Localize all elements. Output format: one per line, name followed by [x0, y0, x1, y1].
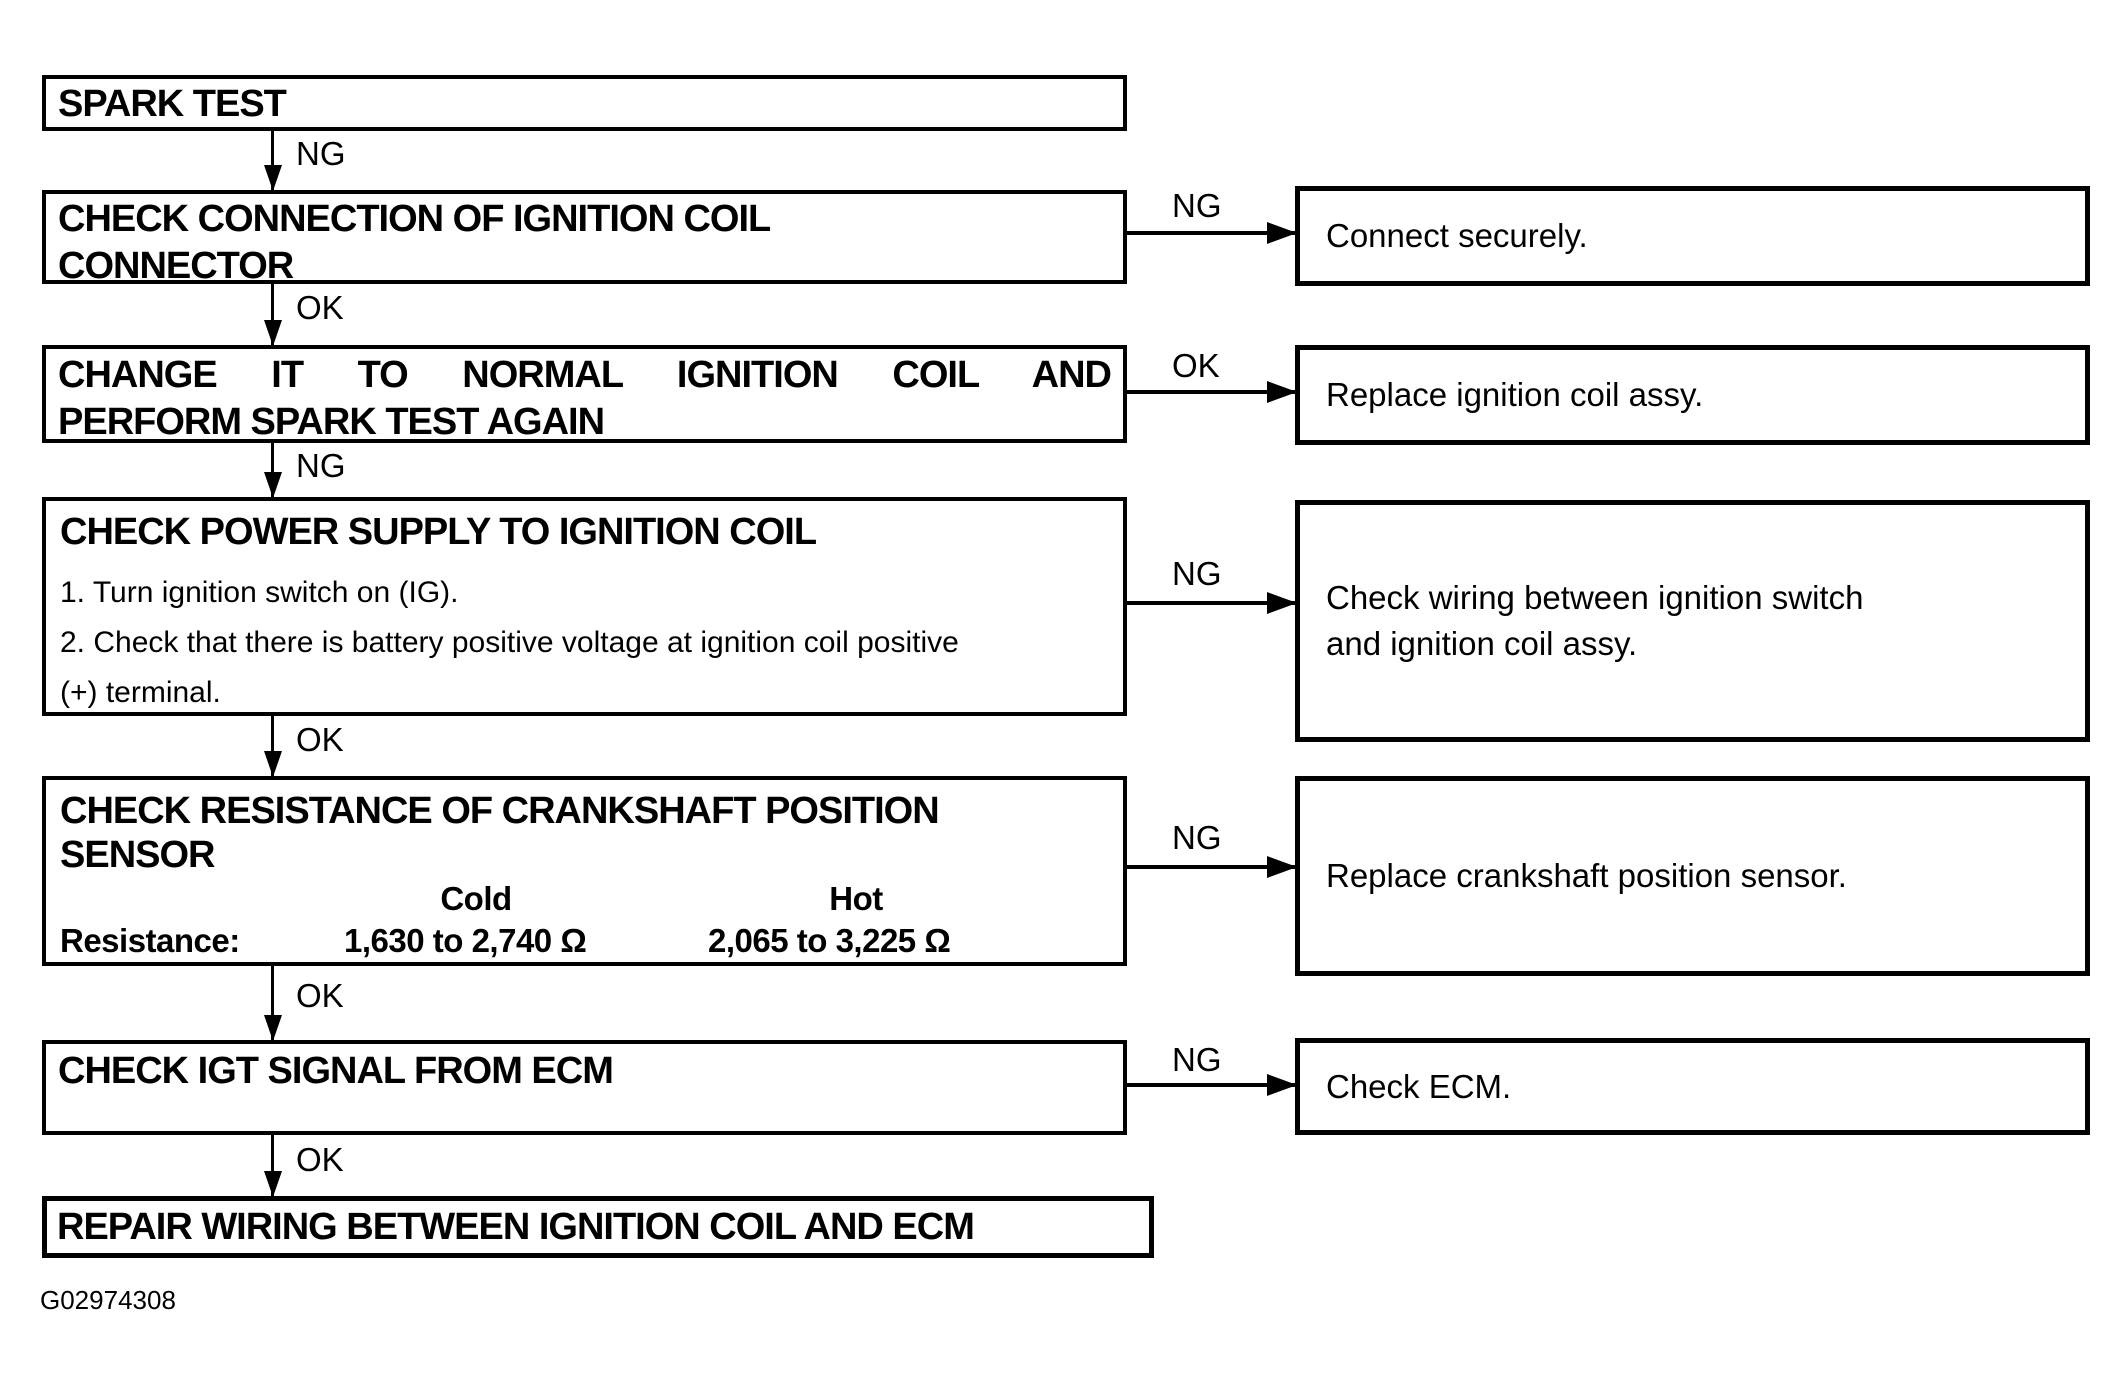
result-box-connect-securely: Connect securely. — [1295, 186, 2090, 286]
arrow-right-icon-2 — [1127, 390, 1295, 394]
result-text: Check ECM. — [1326, 1067, 1512, 1105]
step-title-line1: CHECK CONNECTION OF IGNITION COIL — [58, 198, 771, 240]
arrow-label-v3: NG — [296, 447, 346, 484]
arrow-right-icon-5 — [1127, 1083, 1295, 1087]
resistance-cold-value: 1,630 to 2,740 Ω — [344, 922, 587, 959]
arrow-label-h5: NG — [1172, 1041, 1222, 1078]
arrow-label-v6: OK — [296, 1141, 344, 1178]
arrow-label-v2: OK — [296, 289, 344, 326]
resistance-label: Resistance: — [60, 922, 240, 959]
result-text: Connect securely. — [1326, 217, 1588, 254]
arrow-label-h2: OK — [1172, 347, 1220, 384]
step-title: REPAIR WIRING BETWEEN IGNITION COIL AND … — [57, 1206, 975, 1248]
step-title-line1: CHANGE IT TO NORMAL IGNITION COIL AND — [58, 354, 1112, 396]
arrow-label-h1: NG — [1172, 187, 1222, 224]
result-box-check-ecm: Check ECM. — [1295, 1038, 2090, 1135]
step-title-line2: SENSOR — [60, 834, 215, 876]
arrow-down-icon-1 — [271, 131, 274, 190]
arrow-right-icon-4 — [1127, 865, 1295, 869]
step-title-line1: CHECK RESISTANCE OF CRANKSHAFT POSITION — [60, 790, 940, 832]
arrow-label-h3: NG — [1172, 555, 1222, 592]
step-instruction-1: 1. Turn ignition switch on (IG). — [60, 576, 459, 609]
result-text: Replace ignition coil assy. — [1326, 376, 1704, 413]
step-title-line2: CONNECTOR — [58, 245, 294, 287]
arrow-down-icon-2 — [271, 284, 274, 345]
step-box-check-igt: CHECK IGT SIGNAL FROM ECM — [42, 1040, 1127, 1135]
arrow-down-icon-3 — [271, 443, 274, 497]
result-text-line2: and ignition coil assy. — [1326, 625, 1638, 662]
result-box-check-wiring: Check wiring between ignition switch and… — [1295, 500, 2090, 742]
step-title: SPARK TEST — [58, 83, 287, 125]
arrow-down-icon-6 — [271, 1135, 274, 1196]
step-box-check-connection: CHECK CONNECTION OF IGNITION COIL CONNEC… — [42, 190, 1127, 287]
result-box-replace-coil: Replace ignition coil assy. — [1295, 345, 2090, 445]
resistance-hot-value: 2,065 to 3,225 Ω — [708, 922, 951, 959]
step-box-repair-wiring: REPAIR WIRING BETWEEN IGNITION COIL AND … — [42, 1196, 1154, 1258]
arrow-right-icon-3 — [1127, 601, 1295, 605]
step-title: CHECK POWER SUPPLY TO IGNITION COIL — [60, 511, 817, 553]
result-text: Replace crankshaft position sensor. — [1326, 857, 1847, 894]
result-text-line1: Check wiring between ignition switch — [1326, 579, 1864, 616]
figure-id: G02974308 — [40, 1285, 176, 1315]
arrow-label-v4: OK — [296, 721, 344, 758]
step-box-change-coil: CHANGE IT TO NORMAL IGNITION COIL AND PE… — [42, 345, 1127, 443]
arrow-label-h4: NG — [1172, 819, 1222, 856]
arrow-down-icon-4 — [271, 716, 274, 776]
step-box-check-power-supply: CHECK POWER SUPPLY TO IGNITION COIL 1. T… — [42, 497, 1127, 716]
step-box-spark-test: SPARK TEST — [42, 75, 1127, 131]
step-instruction-3: (+) terminal. — [60, 676, 221, 709]
column-header-hot: Hot — [829, 880, 883, 917]
arrow-down-icon-5 — [271, 966, 274, 1040]
column-header-cold: Cold — [440, 880, 512, 917]
arrow-right-icon-1 — [1127, 231, 1295, 235]
step-box-check-resistance: CHECK RESISTANCE OF CRANKSHAFT POSITION … — [42, 776, 1127, 966]
result-box-replace-sensor: Replace crankshaft position sensor. — [1295, 776, 2090, 976]
step-title-line2: PERFORM SPARK TEST AGAIN — [58, 401, 605, 443]
step-instruction-2: 2. Check that there is battery positive … — [60, 626, 959, 659]
step-title: CHECK IGT SIGNAL FROM ECM — [58, 1050, 614, 1092]
arrow-label-v1: NG — [296, 135, 346, 172]
arrow-label-v5: OK — [296, 977, 344, 1014]
